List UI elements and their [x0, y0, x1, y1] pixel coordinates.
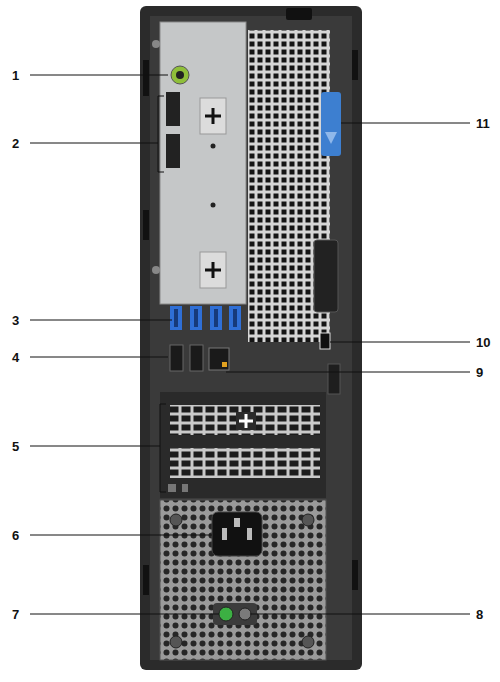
callout-number: 8 [476, 608, 483, 621]
callout-number: 7 [12, 608, 19, 621]
audio-jack [171, 66, 189, 84]
network-port [209, 348, 229, 370]
chassis [140, 6, 362, 670]
callout-number: 9 [476, 366, 483, 379]
power-supply [160, 500, 326, 660]
callout-number: 5 [12, 440, 19, 453]
option-port-covers [200, 98, 226, 288]
expansion-slots [160, 392, 326, 498]
side-latches [314, 92, 341, 394]
callout-number: 1 [12, 69, 19, 82]
usb3-ports [170, 306, 241, 330]
leader-lines [30, 75, 470, 614]
callout-number: 6 [12, 529, 19, 542]
callout-number: 3 [12, 314, 19, 327]
displayport-ports [166, 92, 180, 168]
callout-number: 4 [12, 351, 19, 364]
callout-number: 10 [476, 336, 490, 349]
io-panel [152, 22, 246, 304]
usb2-ports [170, 345, 203, 371]
callout-number: 11 [476, 117, 490, 130]
callout-number: 2 [12, 137, 19, 150]
